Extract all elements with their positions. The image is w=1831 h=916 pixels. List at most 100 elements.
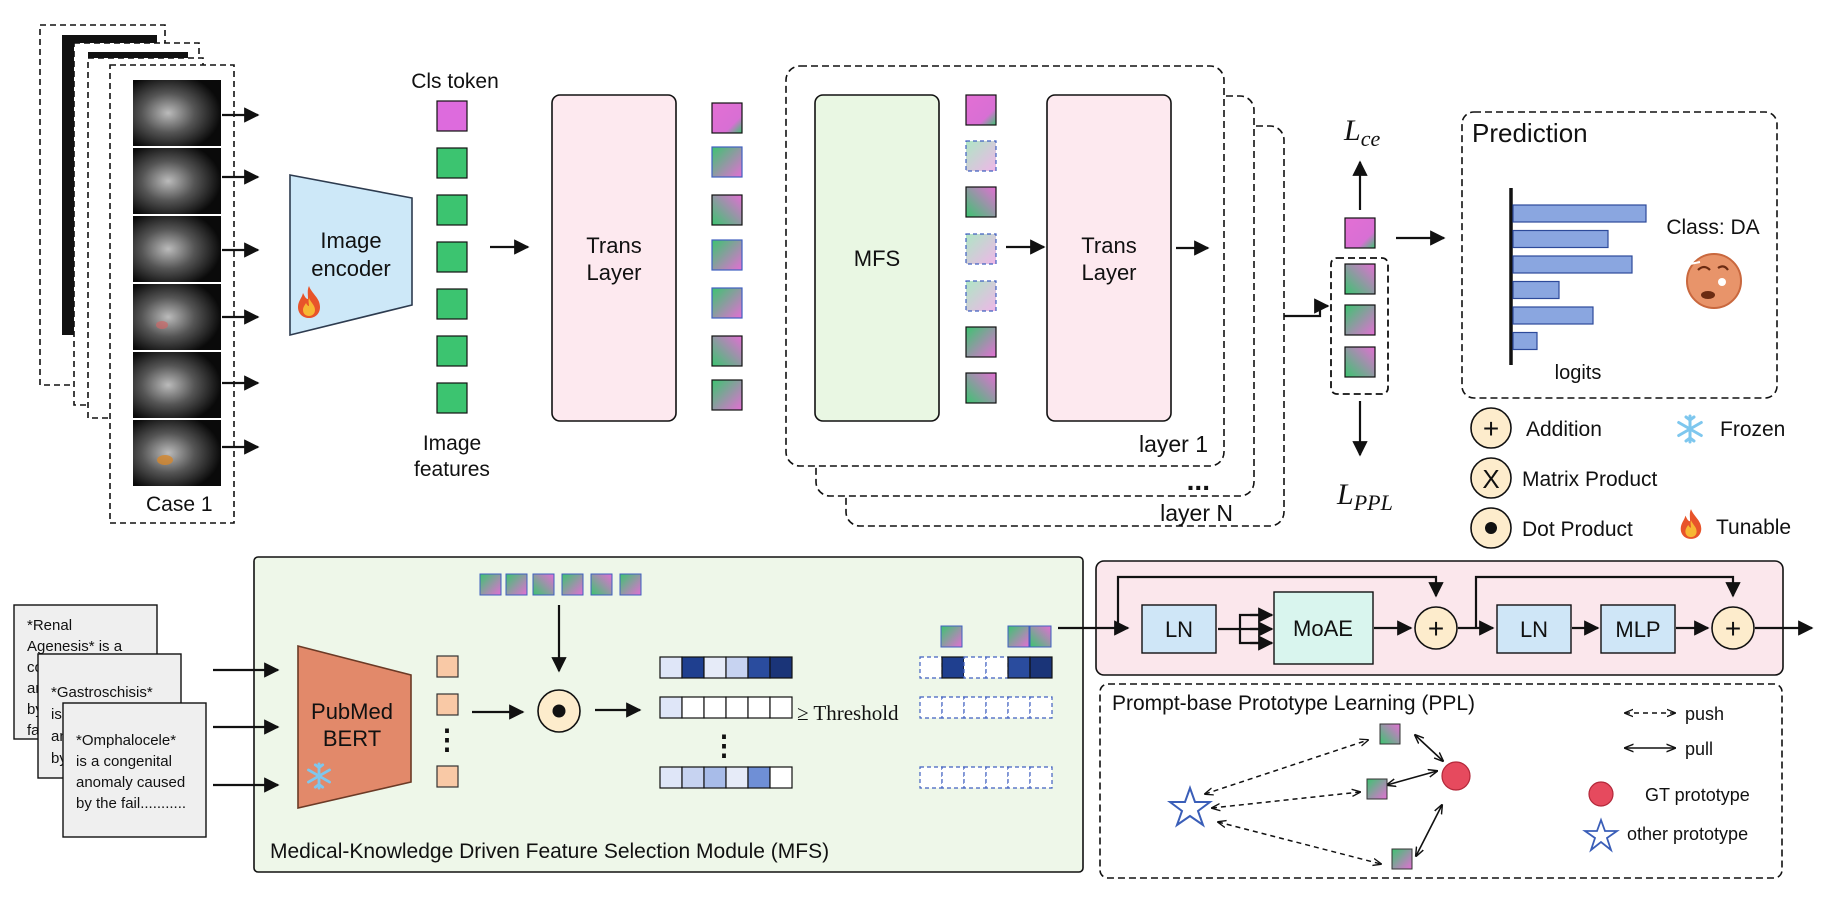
addition-label: Addition bbox=[1526, 418, 1602, 441]
residual-2 bbox=[1474, 575, 1741, 628]
push-label: push bbox=[1685, 704, 1724, 724]
trans-layer bbox=[551, 94, 677, 422]
knowledge-docs: *Renal Agenesis* is a co an by fai *Gast… bbox=[13, 604, 207, 838]
logit-bars bbox=[1512, 204, 1647, 351]
prediction-panel bbox=[1461, 111, 1778, 399]
moae-label: MoAE bbox=[1293, 616, 1353, 641]
trans-output-tokens bbox=[711, 102, 743, 411]
logit-bar bbox=[1512, 255, 1633, 274]
frame-arrows bbox=[222, 107, 260, 455]
ln-1-label: LN bbox=[1165, 617, 1193, 642]
layer-ellipsis: ... bbox=[1187, 465, 1210, 496]
pubmed-bert bbox=[297, 644, 412, 810]
selected-row bbox=[919, 696, 1053, 719]
logit-bar bbox=[1512, 229, 1609, 249]
ultrasound-image bbox=[133, 80, 221, 146]
addition-symbol-text: + bbox=[1483, 413, 1499, 444]
other-prototype-star bbox=[1167, 785, 1213, 828]
layer-n-label: layer N bbox=[1160, 500, 1233, 526]
ultrasound-image bbox=[133, 216, 221, 282]
trans-layer-inner-line1: Trans bbox=[1081, 233, 1136, 258]
ultrasound-frames bbox=[133, 80, 221, 486]
matrix-symbol-text: X bbox=[1482, 464, 1499, 494]
logit-bar bbox=[1512, 204, 1647, 223]
image-encoder-line1: Image bbox=[320, 228, 381, 253]
mfs-label: MFS bbox=[854, 246, 900, 271]
output-patch-tokens bbox=[1344, 263, 1376, 378]
ppl-pull-arrows bbox=[1387, 735, 1443, 856]
svg-text:*Renal Agenesis* is a: *Renal Agenesis* is a co an by fai bbox=[27, 617, 126, 739]
ultrasound-image bbox=[133, 420, 221, 486]
mlp bbox=[1600, 604, 1676, 654]
tunable-legend-flame-icon bbox=[1680, 509, 1702, 539]
tunable-label: Tunable bbox=[1716, 516, 1791, 539]
ppl-token bbox=[1366, 778, 1388, 800]
dot-label: Dot Product bbox=[1522, 518, 1633, 541]
other-label: other prototype bbox=[1627, 824, 1748, 844]
trans-layer-inner bbox=[1046, 94, 1172, 422]
threshold-label: ≥ Threshold bbox=[797, 701, 899, 725]
add-node-2-symbol: + bbox=[1725, 613, 1741, 644]
trans-layer-line1: Trans bbox=[586, 233, 641, 258]
addition-symbol bbox=[1470, 407, 1512, 449]
ultrasound-image bbox=[133, 352, 221, 418]
image-tokens-row bbox=[479, 573, 642, 596]
ultrasound-image bbox=[133, 148, 221, 214]
ppl-push-arrows bbox=[1205, 740, 1381, 864]
gt-prototype bbox=[1441, 761, 1471, 791]
pull-label: pull bbox=[1685, 739, 1713, 759]
image-features-line2: features bbox=[414, 458, 490, 481]
logit-bar bbox=[1512, 331, 1538, 351]
selected-row bbox=[919, 766, 1053, 789]
logits-label: logits bbox=[1555, 362, 1602, 384]
add-node-1-symbol: + bbox=[1428, 613, 1444, 644]
add-node-2 bbox=[1711, 606, 1755, 650]
cls-token-label: Cls token bbox=[411, 70, 499, 93]
similarity-row bbox=[659, 696, 793, 719]
pubmed-line2: BERT bbox=[323, 726, 381, 751]
logit-bar bbox=[1512, 306, 1594, 325]
gt-legend-circle bbox=[1588, 781, 1614, 807]
text-tokens-vdots: ⋮ bbox=[433, 724, 461, 755]
loss-ce: Lce bbox=[1343, 114, 1380, 151]
layer-1-label: layer 1 bbox=[1139, 431, 1208, 457]
class-label: Class: DA bbox=[1666, 216, 1759, 239]
ultrasound-image bbox=[133, 284, 221, 350]
other-legend-star bbox=[1582, 817, 1620, 853]
residual-1 bbox=[1116, 575, 1444, 628]
trans-layer-inner-line2: Layer bbox=[1081, 260, 1136, 285]
legend: + Addition X Matrix Product Dot Product … bbox=[1470, 407, 1791, 549]
output-patch-group bbox=[1330, 257, 1389, 395]
logit-bar bbox=[1512, 280, 1560, 300]
svg-text:*Omphalocele* is a conge: *Omphalocele* is a congenital anomaly ca… bbox=[76, 732, 189, 812]
add-node-1 bbox=[1414, 606, 1458, 650]
mfs-block bbox=[814, 94, 940, 422]
loss-ppl: LPPL bbox=[1336, 478, 1393, 515]
text-feature-tokens bbox=[436, 655, 459, 788]
mlp-label: MLP bbox=[1615, 617, 1660, 642]
ppl-token bbox=[1379, 723, 1401, 745]
gt-label: GT prototype bbox=[1645, 785, 1750, 805]
similarity-row bbox=[659, 656, 793, 679]
case-label: Case 1 bbox=[146, 493, 213, 516]
moae bbox=[1273, 591, 1374, 665]
selected-tokens bbox=[940, 625, 1052, 648]
ppl-title: Prompt-base Prototype Learning (PPL) bbox=[1112, 692, 1475, 715]
ln-2-label: LN bbox=[1520, 617, 1548, 642]
prediction-title: Prediction bbox=[1472, 118, 1588, 148]
trans-layer-line2: Layer bbox=[586, 260, 641, 285]
output-cls-token bbox=[1344, 217, 1376, 249]
matrix-label: Matrix Product bbox=[1522, 468, 1658, 491]
face-icon bbox=[1686, 253, 1742, 309]
cls-token bbox=[436, 100, 468, 132]
arrow-to-outputs bbox=[1284, 298, 1330, 318]
ln-2 bbox=[1496, 604, 1572, 654]
doc-arrows bbox=[213, 662, 280, 793]
selected-row bbox=[919, 656, 1053, 679]
image-encoder bbox=[289, 174, 413, 337]
image-features-line1: Image bbox=[423, 432, 481, 455]
ppl-token bbox=[1391, 848, 1413, 870]
ln-1 bbox=[1141, 604, 1217, 654]
image-feature-tokens bbox=[436, 147, 468, 414]
